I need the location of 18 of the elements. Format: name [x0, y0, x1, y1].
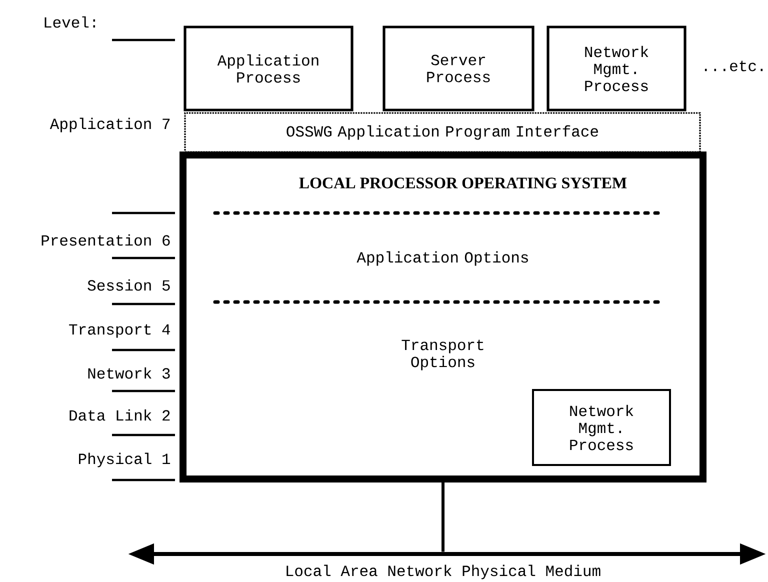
process-box: Network Mgmt. Process — [546, 26, 686, 112]
layer-label: Presentation 6 — [42, 234, 170, 246]
layer-label: Application 7 — [50, 118, 170, 132]
layer-text: Transport Options — [402, 340, 484, 370]
process-box: Server Process — [382, 26, 534, 112]
level-heading: Level: — [44, 16, 96, 28]
layer-label: Data Link 2 — [70, 409, 170, 421]
layer-label: Session 5 — [88, 279, 170, 291]
layer-label: Network 3 — [88, 367, 170, 379]
layer-text: Application Options — [356, 251, 528, 266]
continuation-text: ...etc. — [704, 60, 763, 72]
process-box: Application Process — [184, 26, 354, 112]
connector-line — [442, 482, 444, 552]
process-box: Network Mgmt. Process — [532, 389, 671, 466]
interface-band: OSSWG Application Program Interface — [184, 112, 701, 153]
node-label: Local Area Network Physical Medium — [286, 564, 600, 580]
layer-label: Physical 1 — [79, 452, 170, 468]
layer-label: Transport 4 — [69, 324, 170, 338]
